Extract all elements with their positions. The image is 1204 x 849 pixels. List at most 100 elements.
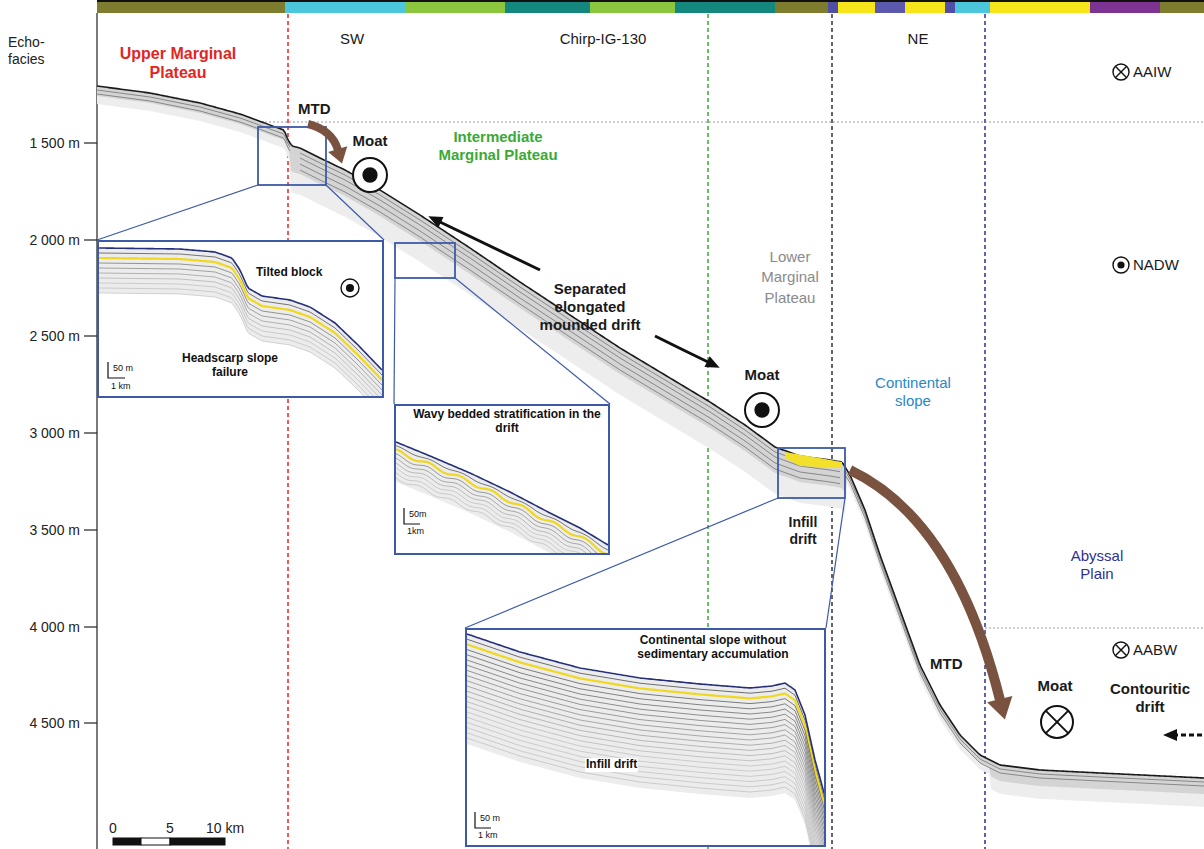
- depth-tick: [84, 335, 97, 336]
- yellow-reflector: [396, 449, 608, 554]
- scale-bar-segment: [141, 838, 170, 845]
- current-out-of-page-symbol: [341, 279, 359, 297]
- process-label: MTD: [930, 655, 963, 673]
- inset-caption: Continental slope without sedimentary ac…: [622, 634, 804, 662]
- depth-tick: [84, 432, 97, 433]
- facies-segment: [1090, 2, 1160, 13]
- arrow-shaft: [440, 222, 540, 270]
- scale-label: 50 m: [112, 363, 134, 373]
- inset-ground: [97, 240, 384, 398]
- arrow-shaft: [850, 470, 1000, 700]
- current-into-page-symbol: [1113, 642, 1129, 658]
- domain-label: Abyssal Plain: [1061, 547, 1133, 583]
- inset-caption: Wavy bedded stratification in the drift: [412, 408, 602, 436]
- reflector: [467, 728, 826, 847]
- arrow-shaft: [655, 336, 708, 362]
- depth-label: 4 500 m: [29, 715, 80, 732]
- symbol-ring: [1113, 257, 1129, 273]
- domain-label: Upper Marginal Plateau: [103, 44, 253, 82]
- reflector: [467, 707, 826, 847]
- symbol-ring: [353, 158, 387, 192]
- infill-drift-body: [785, 452, 842, 468]
- current-into-page-symbol: [1041, 706, 1073, 738]
- symbol-cross: [1046, 711, 1068, 733]
- symbol-dot: [346, 284, 354, 292]
- symbol-ring: [745, 393, 779, 427]
- symbol-cross: [1116, 67, 1127, 78]
- zoom-leader: [326, 185, 384, 240]
- reflector: [99, 263, 382, 385]
- reflector-shading: [396, 442, 608, 555]
- facies-segment: [505, 2, 590, 13]
- domain-label: Continental slope: [863, 374, 963, 410]
- scale-label: 50 m: [479, 813, 501, 823]
- feature-label: Moat: [1038, 677, 1073, 695]
- symbol-cross: [1116, 645, 1127, 656]
- process-label: MTD: [298, 100, 331, 118]
- reflector: [99, 278, 382, 398]
- feature-label: Infill drift: [780, 514, 826, 548]
- reflector: [396, 468, 608, 555]
- inset-panel: Tilted blockHeadscarp slope failure50 m1…: [97, 240, 384, 398]
- facies-segment: [97, 2, 285, 13]
- arrow-shaft: [308, 124, 338, 150]
- symbol-ring: [1113, 642, 1129, 658]
- inset-panel: Wavy bedded stratification in the drift5…: [394, 404, 610, 555]
- current-out-of-page-symbol: [353, 158, 387, 192]
- mtd-arrow: [850, 470, 1012, 719]
- current-out-of-page-symbol: [1113, 257, 1129, 273]
- arrow-head: [704, 356, 719, 367]
- facies-segment: [875, 2, 905, 13]
- reflector: [97, 90, 290, 147]
- scale-label: 1 km: [477, 830, 499, 840]
- current-arrow: [1163, 729, 1202, 741]
- bar-top-line: [97, 0, 1204, 2]
- domain-label: Lower Marginal Plateau: [754, 247, 826, 308]
- symbol-dot: [1117, 261, 1124, 268]
- seafloor: [396, 442, 608, 545]
- feature-label: Moat: [353, 132, 388, 150]
- depth-label: 2 500 m: [29, 328, 80, 345]
- domain-label: Intermediate Marginal Plateau: [428, 128, 568, 164]
- zoom-box: [395, 243, 455, 278]
- feature-label: Contouritic drift: [1104, 680, 1196, 716]
- arrow-head: [428, 216, 443, 227]
- symbol-cross: [1116, 645, 1127, 656]
- reflector: [396, 478, 608, 555]
- reflector: [396, 454, 608, 555]
- inset-caption: Infill drift: [585, 758, 638, 772]
- direction-label: SW: [340, 30, 364, 48]
- depth-label: 2 000 m: [29, 232, 80, 249]
- reflector: [99, 283, 382, 398]
- zoom-leader: [394, 278, 395, 404]
- water-mass-boundary: [985, 628, 1204, 629]
- facies-segment: [955, 2, 990, 13]
- reflector: [467, 738, 826, 847]
- inset-caption: Headscarp slope failure: [173, 352, 287, 380]
- symbol-ring: [1041, 706, 1073, 738]
- facies-segment: [828, 2, 838, 13]
- arrow-head: [328, 146, 347, 163]
- water-mass-label: NADW: [1133, 256, 1179, 274]
- drift-arrow: [655, 336, 720, 368]
- inset-caption: Tilted block: [255, 266, 323, 280]
- facies-segment: [675, 2, 775, 13]
- facies-segment: [775, 2, 828, 13]
- direction-label: NE: [908, 30, 929, 48]
- depth-tick: [84, 239, 97, 240]
- depth-tick: [84, 529, 97, 530]
- reflector: [845, 475, 1204, 786]
- seismic-image: [99, 248, 382, 398]
- drift-arrow: [428, 216, 540, 270]
- reflector: [396, 473, 608, 555]
- depth-label: 4 000 m: [29, 619, 80, 636]
- profile-name: Chirp-IG-130: [560, 30, 647, 48]
- depth-label: 3 500 m: [29, 522, 80, 539]
- depth-tick: [84, 142, 97, 143]
- water-mass-boundary: [245, 122, 1204, 123]
- reflector: [467, 686, 826, 847]
- current-into-page-symbol: [1113, 64, 1129, 80]
